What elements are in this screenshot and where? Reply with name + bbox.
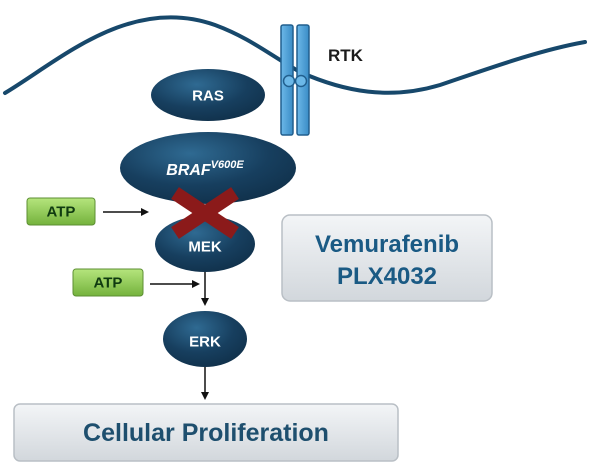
- atp-box-1: [26, 197, 96, 226]
- drug-code-label: PLX4032: [337, 263, 437, 290]
- drug-box: [281, 214, 493, 302]
- rtk-label: RTK: [328, 46, 364, 65]
- atp-label-1: ATP: [47, 204, 76, 221]
- erk-label: ERK: [189, 334, 221, 351]
- braf-label: BRAFV600E: [166, 159, 244, 179]
- proliferation-box: [13, 403, 399, 462]
- inhibition-x-icon: [171, 187, 239, 239]
- atp-label-2: ATP: [94, 275, 123, 292]
- ras-label: RAS: [192, 88, 224, 105]
- atp-box-2: [72, 268, 144, 297]
- rtk-receptor-icon: [280, 24, 310, 136]
- proliferation-label: Cellular Proliferation: [83, 419, 329, 447]
- braf-gene-name: BRAF: [166, 162, 212, 179]
- braf-mutation: V600E: [211, 159, 245, 171]
- mek-label: MEK: [188, 239, 222, 256]
- braf-node: [120, 132, 296, 204]
- drug-name-label: Vemurafenib: [315, 231, 459, 258]
- erk-node: [163, 311, 247, 367]
- ras-node: [151, 69, 265, 121]
